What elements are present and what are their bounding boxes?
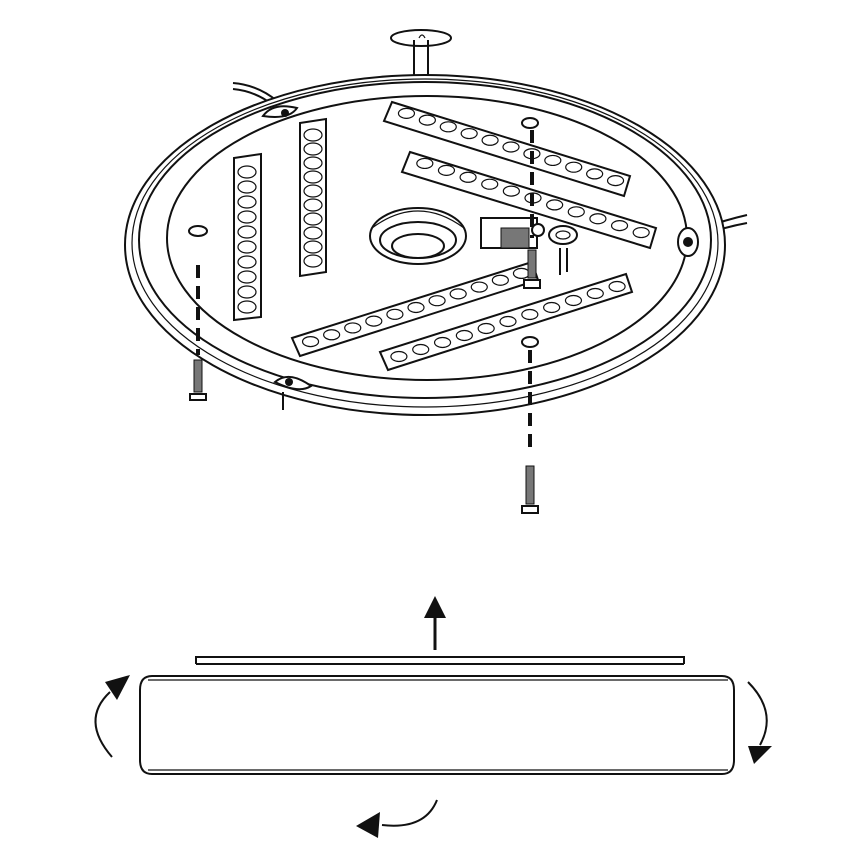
led-bulb [608,280,626,293]
screw-hole [521,336,539,348]
led-bulb [433,336,452,349]
led-bulb [303,128,323,142]
led-bulb [546,199,564,211]
led-bulb [397,107,416,119]
lamp-housing [139,656,735,775]
rotate-arrow-icon [94,675,130,758]
led-bulb [460,127,478,140]
led-bulb [303,254,323,268]
led-bulb [237,255,257,269]
led-bulb [237,300,257,314]
led-bulb [543,301,561,314]
sensor-module [369,207,467,265]
led-bulb [512,267,531,280]
led-bulb [521,308,539,321]
led-bulb [606,175,625,187]
led-bulb [586,168,604,180]
led-bulb [564,294,583,307]
ceiling-mount-base [124,29,748,514]
led-bulb [301,335,320,348]
led-bulb [303,184,323,198]
led-bulb [567,206,585,218]
led-bulb [237,195,257,209]
led-bulb [390,350,408,363]
led-bulb [459,171,477,183]
led-bulb [439,121,457,133]
led-bulb [237,270,257,284]
led-bulb [502,185,520,197]
led-bulb [303,240,323,254]
led-bulb [565,161,583,173]
led-bulb [477,322,495,335]
led-bulb [386,308,404,320]
led-bulb [455,329,473,342]
led-bulb [499,315,517,328]
screw-icon [523,249,541,289]
led-bulb [412,343,430,356]
screw-hole [188,225,208,237]
led-bulb [303,212,323,226]
rotate-arrow-icon [356,799,438,838]
led-bulb [418,114,436,126]
arrow-up-icon [424,596,446,650]
led-bulb [491,274,509,286]
led-bulb [586,287,604,300]
led-bulb [632,226,650,239]
led-bulb [470,281,488,293]
led-strip [299,117,327,278]
led-bulb [416,157,434,170]
led-bulb [323,329,341,341]
screw-icon [189,359,207,401]
led-bulb [237,165,257,179]
led-bulb [544,154,562,167]
led-bulb [303,170,323,184]
led-bulbs [301,107,650,363]
led-bulb [481,178,499,190]
led-bulb [365,315,383,327]
rotate-arrow-icon [747,681,772,764]
led-bulb [437,164,456,176]
led-bulb [237,285,257,299]
terminal-block [480,217,545,249]
led-bulb [449,288,467,300]
led-bulb [502,141,520,153]
cable-grommet [548,225,578,275]
led-bulb [237,240,257,254]
led-bulb [481,134,499,146]
led-bulb [237,210,257,224]
led-bulb [610,220,629,232]
led-bulb [589,213,607,225]
led-bulb [303,198,323,212]
cable-end-icon [390,29,452,82]
screw-hole [521,117,539,129]
bracket-icon [261,105,299,118]
led-bulb [303,142,323,156]
led-strip [233,152,262,322]
bracket-icon [273,375,313,410]
led-bulb [344,322,362,334]
bracket-icon [677,227,699,257]
led-bulb [303,156,323,170]
led-bulb [237,225,257,239]
screw-icon [521,465,539,514]
led-bulb [303,226,323,240]
led-bulb [428,295,446,307]
led-bulb [237,180,257,194]
led-bulb [407,301,425,314]
